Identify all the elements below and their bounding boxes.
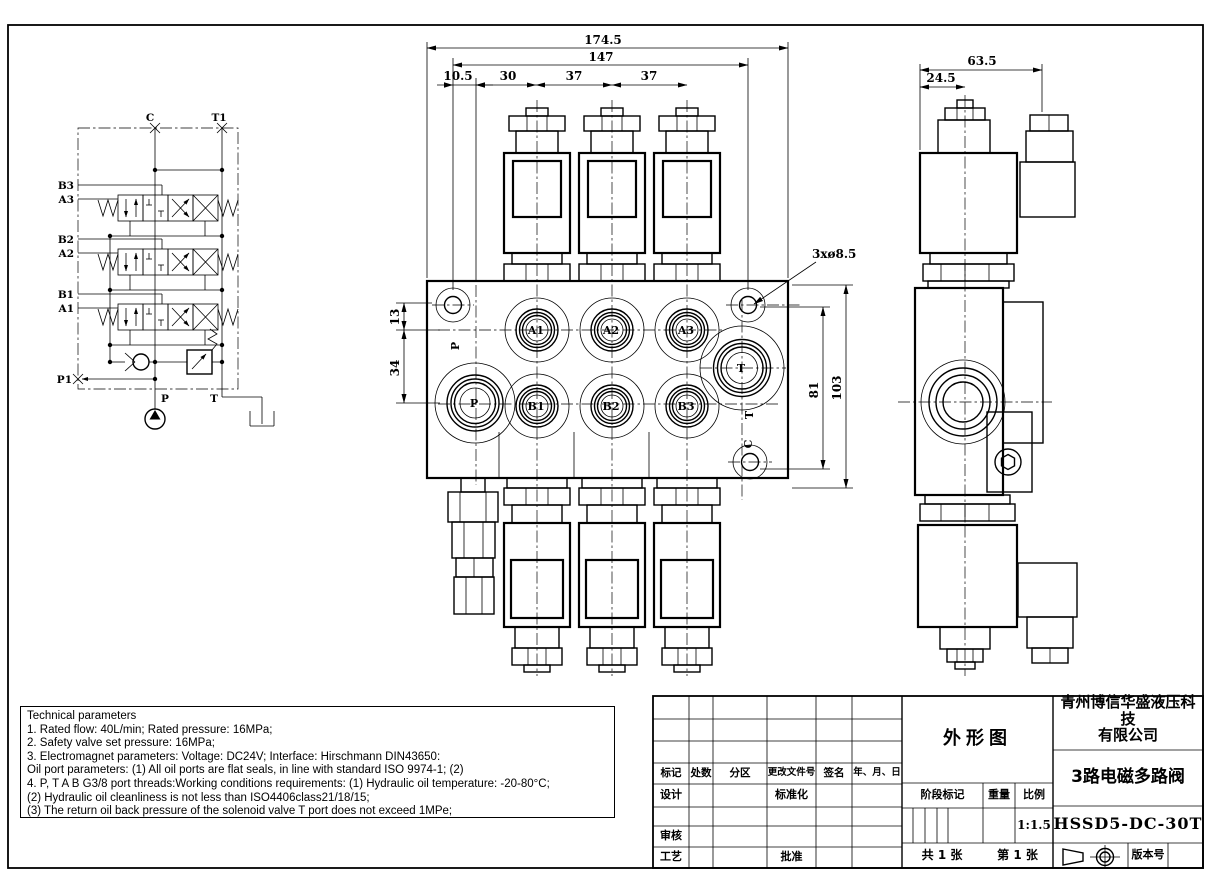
port-b1: B1: [528, 400, 545, 413]
dim-hole-to-a: 13: [388, 309, 402, 326]
edge-label-t: T: [743, 410, 756, 419]
dim-center-offset: 24.5: [926, 71, 955, 85]
company-name-line1: 青州博信华盛液压科技: [1060, 692, 1196, 728]
model-number: HSSD5-DC-30T: [1053, 814, 1203, 834]
tech-params-line: (2) Hydraulic oil cleanliness is not les…: [27, 791, 370, 804]
port-a3: A3: [677, 324, 694, 337]
tech-params-line: 3. Electromagnet parameters: Voltage: DC…: [27, 750, 441, 763]
tech-params-line: (3) The return oil back pressure of the …: [27, 805, 453, 818]
schematic-port-c: C: [146, 112, 154, 124]
hydraulic-schematic: C T1 B3 A3 B2 A2 B1 A1: [57, 112, 275, 430]
label-b3: B3: [58, 180, 74, 192]
dim-mount-holes: 3xø8.5: [812, 247, 856, 261]
tech-params-line: 1. Rated flow: 40L/min; Rated pressure: …: [27, 723, 273, 736]
dim-edge-offset: 10.5: [443, 69, 472, 83]
cell-weight: 重量: [988, 788, 1010, 802]
port-a1: A1: [527, 324, 544, 337]
port-t: T: [737, 362, 746, 375]
rev-header-mark: 标记: [660, 767, 682, 780]
company-name-line2: 有限公司: [1097, 726, 1158, 745]
label-a1: A1: [58, 303, 74, 315]
hirschmann-connector-top: [1019, 114, 1076, 218]
port-b2: B2: [603, 400, 620, 413]
label-b1: B1: [58, 289, 74, 301]
cell-design: 设计: [660, 788, 682, 802]
hirschmann-connector-bottom: [1017, 562, 1078, 664]
side-view: 63.5 24.5: [898, 54, 1078, 676]
dim-a-to-b: 34: [388, 360, 402, 377]
projection-angle-icon: [1062, 845, 1120, 869]
relief-fitting-stack: [447, 477, 499, 615]
cell-process: 工艺: [660, 850, 682, 864]
cell-stage-mark: 阶段标记: [920, 788, 965, 802]
sheet-frame: [7, 24, 1204, 869]
sheet-number: 第 1 张: [997, 847, 1038, 862]
edge-label-p: P: [449, 342, 462, 350]
schematic-port-t1: T1: [211, 112, 226, 124]
tech-params-line: Oil port parameters: (1) All oil ports a…: [27, 764, 464, 777]
tech-params-line: 4. P, T A B G3/8 port threads:Working co…: [27, 777, 550, 790]
product-name: 3路电磁多路阀: [1071, 767, 1185, 788]
tech-params-title: Technical parameters: [27, 710, 137, 722]
rev-header-sign: 签名: [823, 767, 845, 780]
label-tank-t: T: [210, 393, 218, 405]
label-pump-p: P: [161, 393, 169, 405]
dim-total-width: 174.5: [584, 33, 622, 47]
technical-parameters-box: Technical parameters 1. Rated flow: 40L/…: [20, 706, 615, 818]
edge-label-c: C: [742, 439, 755, 448]
dim-hole-span: 147: [588, 50, 613, 64]
hex-socket-plug: [994, 448, 1022, 476]
total-sheets: 共 1 张: [921, 847, 963, 862]
label-a2: A2: [58, 248, 74, 260]
front-view: A1 A2 A3 P B1 B2 B3 T P T C: [425, 100, 800, 676]
view-name: 外形图: [943, 728, 1012, 750]
dim-body-height: 103: [830, 375, 844, 400]
rev-header-date: 年、月、日: [853, 767, 901, 779]
title-block-grid: [652, 695, 1204, 869]
port-p: P: [470, 397, 478, 410]
dim-p-to-section: 30: [500, 69, 517, 83]
rev-header-docno: 更改文件号: [767, 767, 816, 779]
label-p1: P1: [57, 374, 72, 386]
front-view-dimensions: 174.5 147 10.5 30 37 37 13 34 81 103 3xø: [388, 33, 856, 489]
scale-value: 1:1.5: [1017, 817, 1051, 832]
rev-header-count: 处数: [690, 767, 712, 780]
cell-audit: 审核: [660, 829, 682, 843]
port-b3: B3: [678, 400, 695, 413]
cell-approve: 批准: [780, 850, 803, 864]
label-a3: A3: [58, 194, 74, 206]
label-b2: B2: [58, 234, 74, 246]
cell-standardize: 标准化: [775, 788, 808, 802]
cell-scale: 比例: [1023, 788, 1045, 802]
version-label: 版本号: [1131, 848, 1165, 862]
dim-pitch-2: 37: [641, 69, 658, 83]
rev-header-zone: 分区: [729, 767, 751, 780]
tech-params-line: 2. Safety valve set pressure: 16MPa;: [27, 737, 215, 750]
dim-depth: 63.5: [967, 54, 996, 68]
port-a2: A2: [602, 324, 619, 337]
dim-pitch-1: 37: [566, 69, 583, 83]
dim-port-span: 81: [807, 382, 821, 399]
